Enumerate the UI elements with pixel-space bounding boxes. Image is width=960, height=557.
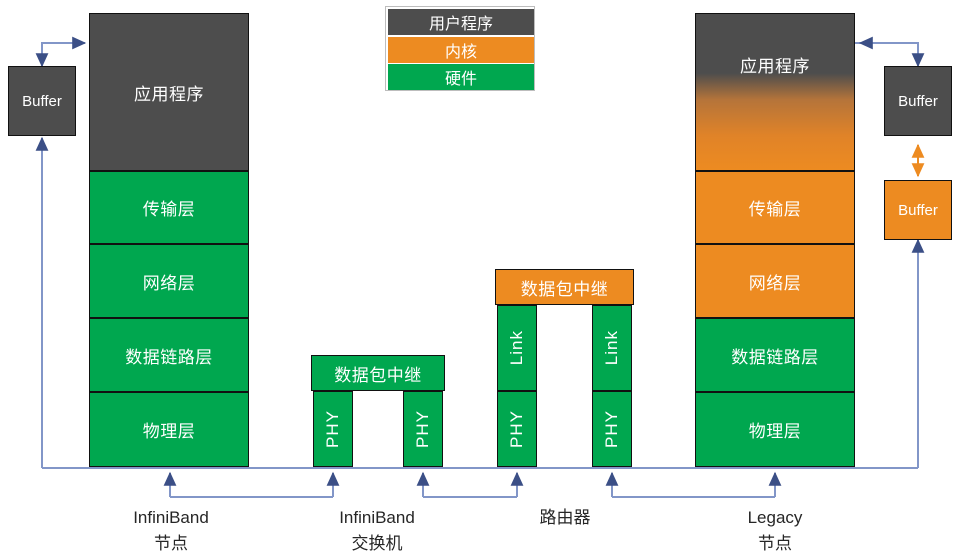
- router-left-link-label: Link: [507, 330, 526, 366]
- caption-infiniband-node: InfiniBand 节点: [99, 505, 243, 557]
- router-right-phy: PHY: [592, 391, 632, 467]
- caption-router: 路由器: [493, 505, 637, 531]
- caption-infiniband-switch: InfiniBand 交换机: [305, 505, 449, 557]
- router-left-link: Link: [497, 305, 537, 391]
- legend-hardware: 硬件: [388, 64, 534, 90]
- router-relay: 数据包中继: [495, 269, 634, 305]
- router-right-link: Link: [592, 305, 632, 391]
- legacy-node-buffer-bottom-label: Buffer: [898, 201, 938, 219]
- ib-switch-relay: 数据包中继: [311, 355, 445, 391]
- legacy-node-layer-transport-label: 传输层: [748, 200, 802, 219]
- infiniband-node-buffer: Buffer: [8, 66, 76, 136]
- ib-switch-left-phy-label: PHY: [323, 410, 342, 448]
- legacy-node-buffer-top: Buffer: [884, 66, 952, 136]
- legacy-node-layer-network: 网络层: [695, 244, 855, 318]
- router-left-phy-label: PHY: [507, 410, 526, 448]
- caption-infiniband-node-line2: 节点: [154, 534, 188, 553]
- router-left-phy: PHY: [497, 391, 537, 467]
- legacy-node-layer-datalink-label: 数据链路层: [731, 347, 819, 367]
- legacy-node-buffer-top-label: Buffer: [898, 92, 938, 110]
- ib-node-layer-physical: 物理层: [89, 392, 249, 467]
- legend-hardware-label: 硬件: [444, 71, 477, 88]
- legend-user-program-label: 用户程序: [428, 16, 493, 33]
- router-right-phy-label: PHY: [602, 410, 621, 448]
- legend-kernel-label: 内核: [444, 44, 477, 61]
- legacy-node-layer-network-label: 网络层: [748, 273, 802, 293]
- legacy-node-layer-physical: 物理层: [695, 392, 855, 467]
- router-relay-label: 数据包中继: [520, 279, 609, 299]
- ib-node-layer-datalink: 数据链路层: [89, 318, 249, 392]
- legend-user-program: 用户程序: [388, 9, 534, 35]
- caption-infiniband-node-line1: InfiniBand: [133, 508, 209, 527]
- router-right-link-label: Link: [602, 330, 621, 366]
- ib-node-layer-network-label: 网络层: [142, 273, 196, 293]
- legacy-node-layer-application-label: 应用程序: [740, 56, 810, 76]
- ib-node-layer-physical-label: 物理层: [142, 422, 196, 441]
- legacy-node-layer-transport: 传输层: [695, 171, 855, 244]
- ib-node-layer-network: 网络层: [89, 244, 249, 318]
- caption-legacy-node-line2: 节点: [758, 534, 792, 553]
- legacy-node-layer-datalink: 数据链路层: [695, 318, 855, 392]
- caption-legacy-node: Legacy 节点: [703, 505, 847, 557]
- infiniband-node-buffer-label: Buffer: [22, 92, 62, 110]
- ib-switch-right-phy: PHY: [403, 391, 443, 467]
- ib-node-layer-datalink-label: 数据链路层: [125, 347, 213, 367]
- legacy-node-layer-physical-label: 物理层: [748, 422, 802, 441]
- caption-infiniband-switch-line2: 交换机: [351, 534, 403, 553]
- ib-node-layer-transport-label: 传输层: [142, 200, 196, 219]
- caption-router-line1: 路由器: [539, 508, 591, 527]
- legend-kernel: 内核: [388, 37, 534, 63]
- ib-node-layer-application-label: 应用程序: [134, 84, 204, 104]
- caption-infiniband-switch-line1: InfiniBand: [339, 508, 415, 527]
- ib-switch-relay-label: 数据包中继: [334, 365, 422, 385]
- caption-legacy-node-line1: Legacy: [747, 508, 803, 527]
- ib-switch-left-phy: PHY: [313, 391, 353, 467]
- legend: 用户程序 内核 硬件: [385, 6, 535, 91]
- ib-switch-right-phy-label: PHY: [413, 410, 432, 448]
- legacy-node-buffer-bottom: Buffer: [884, 180, 952, 240]
- legacy-node-layer-application: 应用程序: [695, 13, 855, 171]
- ib-node-layer-application: 应用程序: [89, 13, 249, 171]
- ib-node-layer-transport: 传输层: [89, 171, 249, 244]
